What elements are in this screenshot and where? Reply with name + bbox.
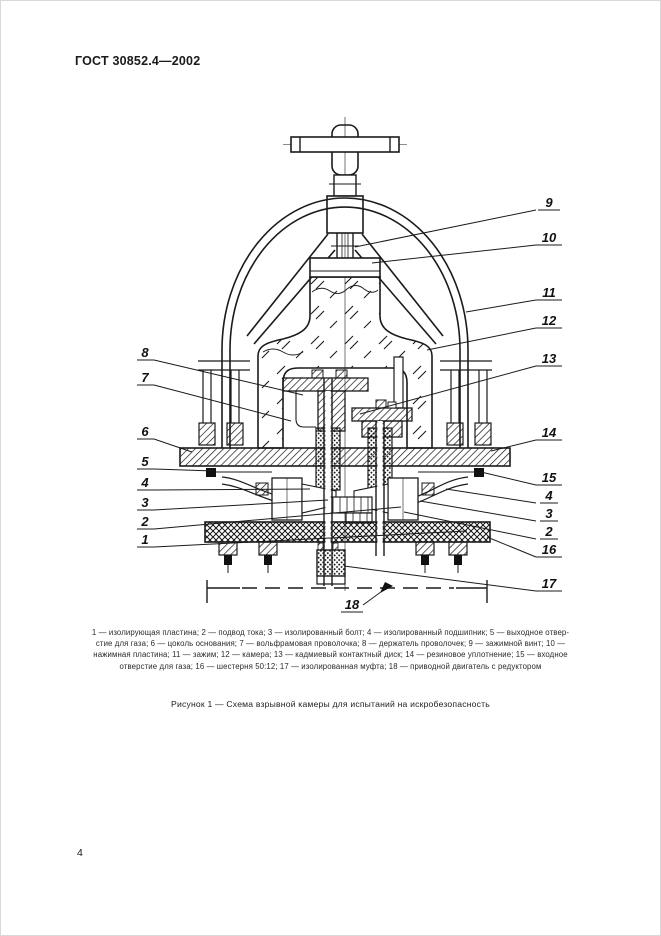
callout-18: 18: [345, 597, 360, 612]
motor-outline: [206, 580, 488, 603]
figure-title: Рисунок 1 — Схема взрывной камеры для ис…: [171, 699, 490, 709]
callout-4-left: 4: [140, 475, 149, 490]
legend-line-1: 1 — изолирующая пластина; 2 — подвод ток…: [91, 628, 570, 637]
page-number: 4: [77, 847, 83, 859]
callout-7: 7: [141, 370, 149, 385]
callout-15: 15: [542, 470, 557, 485]
glass-chamber: [257, 276, 433, 449]
callout-2-right: 2: [544, 524, 553, 539]
insulated-coupling: [316, 549, 346, 585]
callout-1: 1: [141, 532, 148, 547]
callout-10: 10: [542, 230, 557, 245]
gas-tube: [393, 356, 404, 409]
callout-12: 12: [542, 313, 557, 328]
cadmium-disk: [351, 407, 413, 422]
tungsten-wire: [295, 391, 316, 428]
callout-5: 5: [141, 454, 149, 469]
legend-line-3: нажимная пластина; 11 — зажим; 12 — каме…: [93, 650, 568, 660]
clamping-screw: [290, 124, 400, 258]
callout-17: 17: [542, 576, 557, 591]
callout-11: 11: [542, 285, 556, 300]
callout-6: 6: [141, 424, 149, 439]
callout-underlines: [137, 209, 562, 613]
callout-14: 14: [542, 425, 557, 440]
electrode-assembly: [282, 356, 413, 438]
callout-16: 16: [542, 542, 557, 557]
callout-2-left: 2: [140, 514, 149, 529]
callout-13: 13: [542, 351, 557, 366]
callout-4-right: 4: [544, 488, 553, 503]
callout-8: 8: [141, 345, 149, 360]
figure-drawing: 9 10 11 12 13 14 15 4 3 2 16 17 8 7 6 5 …: [137, 117, 562, 613]
callout-9: 9: [545, 195, 553, 210]
pressure-plate: [309, 257, 381, 278]
callout-3-right: 3: [545, 506, 553, 521]
clamp-studs: [198, 360, 492, 446]
leader-lines: [153, 209, 537, 606]
legend-line-4: отверстие для газа; 16 — шестерня 50:12;…: [119, 661, 542, 671]
standard-number: ГОСТ 30852.4—2002: [75, 54, 201, 68]
base-bolts: [218, 541, 468, 573]
wire-holder: [282, 377, 369, 392]
figure-legend: 1 — изолирующая пластина; 2 — подвод ток…: [77, 627, 584, 672]
insulating-plate: [204, 521, 491, 543]
base-flange: [179, 447, 511, 467]
legend-line-2: стие для газа; 6 — цоколь основания; 7 —…: [95, 639, 566, 649]
explosion-chamber-assembly: [137, 117, 562, 613]
callout-3-left: 3: [141, 495, 149, 510]
